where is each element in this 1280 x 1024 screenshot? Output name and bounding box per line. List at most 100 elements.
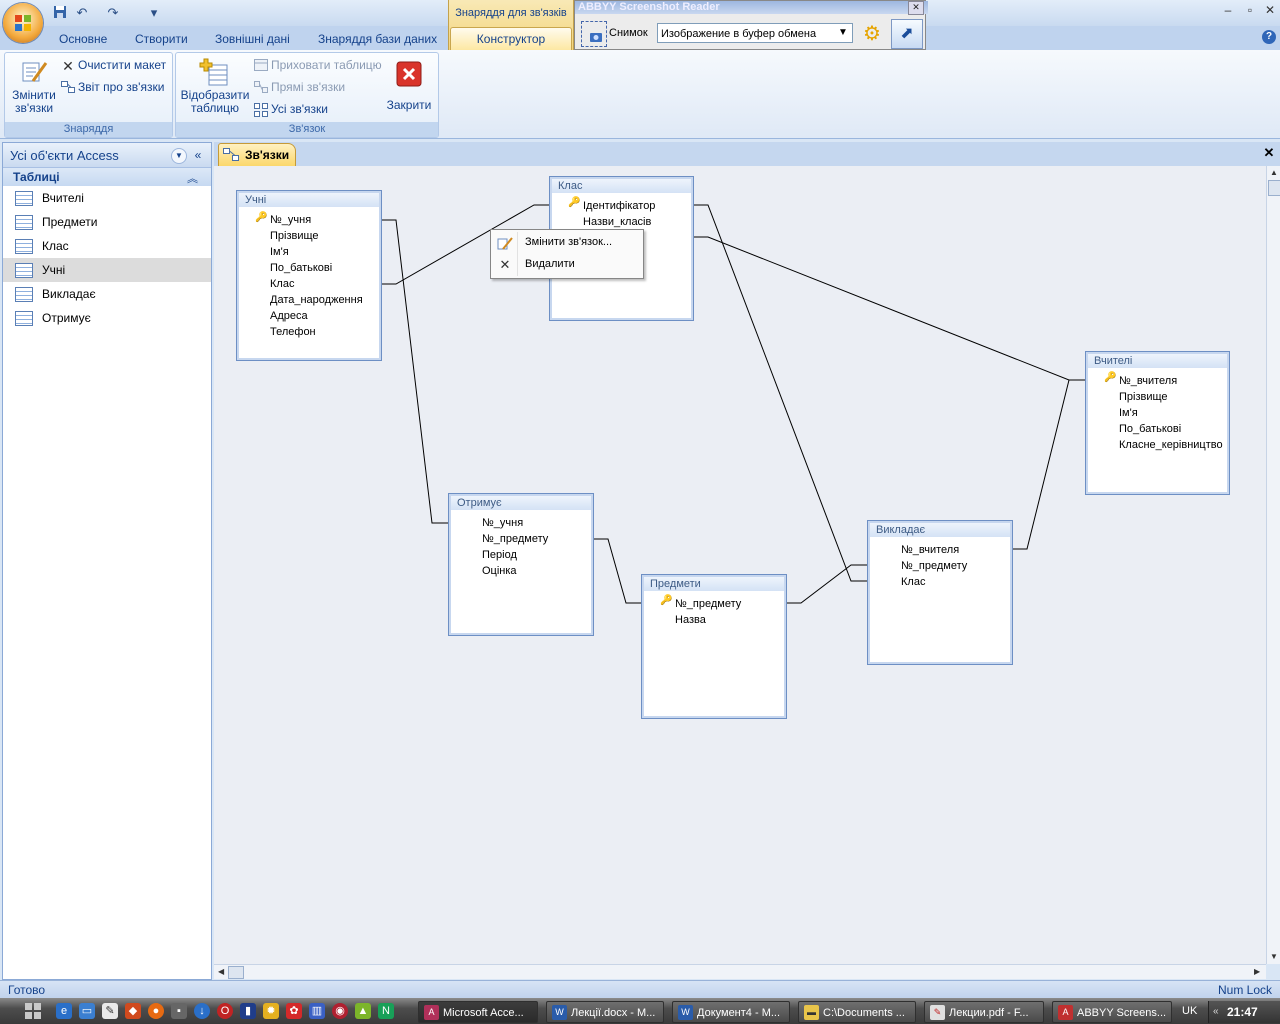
office-button[interactable] [3, 3, 43, 43]
app-icon-6[interactable]: ▥ [309, 1003, 325, 1019]
close-document-icon[interactable]: ✕ [1263, 145, 1275, 160]
tab-design[interactable]: Конструктор [450, 27, 572, 51]
desktop-icon[interactable]: ▭ [79, 1003, 95, 1019]
restore-button[interactable]: ▫ [1247, 3, 1253, 17]
field-row[interactable]: №_учня [270, 214, 312, 226]
scroll-right-icon[interactable]: ▶ [1254, 967, 1261, 976]
collapse-pane-icon[interactable]: « [194, 148, 202, 162]
capture-mode-select[interactable]: Изображение в буфер обмена ▼ [657, 23, 853, 43]
tab-create[interactable]: Створити [135, 32, 188, 46]
table-box-title[interactable]: Вчителі [1088, 354, 1227, 368]
opera-icon[interactable]: O [217, 1003, 233, 1019]
app-icon-1[interactable]: ◆ [125, 1003, 141, 1019]
nav-item-klas[interactable]: Клас [3, 234, 211, 258]
vertical-scrollbar[interactable]: ▲ ▼ [1266, 166, 1280, 964]
field-row[interactable]: Ім'я [270, 246, 289, 258]
table-box-title[interactable]: Клас [552, 179, 691, 193]
ie-icon[interactable]: e [56, 1003, 72, 1019]
show-table-button[interactable]: Відобразити таблицю [179, 57, 251, 119]
app-icon-4[interactable]: ✹ [263, 1003, 279, 1019]
scroll-left-icon[interactable]: ◀ [218, 967, 225, 976]
tab-external-data[interactable]: Зовнішні дані [215, 32, 290, 46]
field-row[interactable]: По_батькові [270, 262, 333, 274]
scroll-up-icon[interactable]: ▲ [1270, 168, 1278, 177]
camera-icon[interactable] [581, 21, 607, 47]
table-box-vykladaie[interactable]: Викладає №_вчителя №_предмету Клас [867, 520, 1013, 665]
tab-home[interactable]: Основне [59, 32, 108, 46]
app-icon-3[interactable]: ▮ [240, 1003, 256, 1019]
all-relationships-button[interactable]: Усі зв'язки [254, 100, 328, 118]
field-row[interactable]: Клас [270, 278, 295, 290]
menu-item-edit-relationship[interactable]: Змінити зв'язок... [493, 232, 641, 254]
app-icon-8[interactable]: ▲ [355, 1003, 371, 1019]
app-icon-5[interactable]: ✿ [286, 1003, 302, 1019]
table-box-title[interactable]: Предмети [644, 577, 784, 591]
field-row[interactable]: Період [482, 549, 517, 561]
field-row[interactable]: Ім'я [1119, 407, 1138, 419]
tab-relationships[interactable]: Зв'язки [218, 143, 296, 166]
field-row[interactable]: Дата_народження [270, 294, 363, 306]
vertical-scroll-thumb[interactable] [1268, 180, 1280, 196]
app-icon-2[interactable]: ▪ [171, 1003, 187, 1019]
help-icon[interactable]: ? [1262, 30, 1276, 44]
field-row[interactable]: №_вчителя [901, 544, 960, 556]
notepad-icon[interactable]: ✎ [102, 1003, 118, 1019]
table-box-title[interactable]: Учні [239, 193, 379, 207]
field-row[interactable]: №_предмету [675, 598, 742, 610]
field-row[interactable]: Прізвище [1119, 391, 1168, 403]
field-row[interactable]: №_предмету [482, 533, 549, 545]
download-icon[interactable]: ↓ [194, 1003, 210, 1019]
field-row[interactable]: №_учня [482, 517, 524, 529]
tray-expand-icon[interactable]: « [1213, 1006, 1219, 1017]
field-row[interactable]: №_вчителя [1119, 375, 1178, 387]
field-row[interactable]: Клас [901, 576, 926, 588]
close-relationships-button[interactable]: Закрити [382, 57, 436, 119]
abbyy-action-button[interactable]: ⬈ [891, 19, 923, 49]
chevron-down-icon[interactable]: ▼ [171, 148, 187, 164]
table-box-uchni[interactable]: Учні 🔑 №_учня Прізвище Ім'я По_батькові … [236, 190, 382, 361]
field-row[interactable]: Назви_класів [583, 216, 652, 228]
field-row[interactable]: Ідентифікатор [583, 200, 656, 212]
minimize-button[interactable]: – [1224, 3, 1232, 17]
nav-pane-header[interactable]: Усі об'єкти Access ▼ « [3, 143, 211, 168]
close-window-button[interactable]: ✕ [1264, 3, 1276, 17]
field-row[interactable]: №_предмету [901, 560, 968, 572]
relationship-report-button[interactable]: Звіт про зв'язки [61, 78, 164, 96]
language-indicator[interactable]: UK [1182, 1005, 1198, 1017]
app-icon-9[interactable]: N [378, 1003, 394, 1019]
app-icon-7[interactable]: ◉ [332, 1003, 348, 1019]
table-box-title[interactable]: Отримує [451, 496, 591, 510]
field-row[interactable]: По_батькові [1119, 423, 1182, 435]
start-icon[interactable] [24, 1002, 44, 1020]
gear-icon[interactable]: ⚙ [863, 23, 881, 45]
firefox-icon[interactable]: ● [148, 1003, 164, 1019]
table-box-vchyteli[interactable]: Вчителі 🔑 №_вчителя Прізвище Ім'я По_бат… [1085, 351, 1230, 495]
field-row[interactable]: Телефон [270, 326, 316, 338]
nav-item-vchyteli[interactable]: Вчителі [3, 186, 211, 210]
field-row[interactable]: Прізвище [270, 230, 319, 242]
tab-database-tools[interactable]: Знаряддя бази даних [318, 32, 438, 46]
field-row[interactable]: Адреса [270, 310, 308, 322]
nav-item-otrymuie[interactable]: Отримує [3, 306, 211, 330]
direct-relationships-button[interactable]: Прямі зв'язки [254, 78, 345, 96]
nav-item-vykladaie[interactable]: Викладає [3, 282, 211, 306]
chevron-up-icon[interactable]: ︽ [187, 173, 198, 185]
undo-icon[interactable]: ↶ [76, 5, 88, 20]
horizontal-scroll-thumb[interactable] [228, 966, 244, 979]
table-box-otrymuie[interactable]: Отримує №_учня №_предмету Період Оцінка [448, 493, 594, 636]
nav-item-predmety[interactable]: Предмети [3, 210, 211, 234]
change-relationships-button[interactable]: Змінити зв'язки [9, 57, 59, 119]
redo-icon[interactable]: ↷ [107, 5, 119, 20]
save-icon[interactable] [52, 5, 68, 21]
field-row[interactable]: Оцінка [482, 565, 517, 577]
clear-layout-button[interactable]: ✕Очистити макет [61, 56, 166, 74]
taskbar-button-explorer[interactable]: ▬C:\Documents ... [798, 1001, 916, 1023]
horizontal-scrollbar[interactable]: ◀ ▶ [214, 964, 1266, 979]
field-row[interactable]: Назва [675, 614, 706, 626]
taskbar-button-pdf[interactable]: ✎Лекции.pdf - F... [924, 1001, 1044, 1023]
customize-qat-icon[interactable]: ▾ [150, 5, 158, 20]
